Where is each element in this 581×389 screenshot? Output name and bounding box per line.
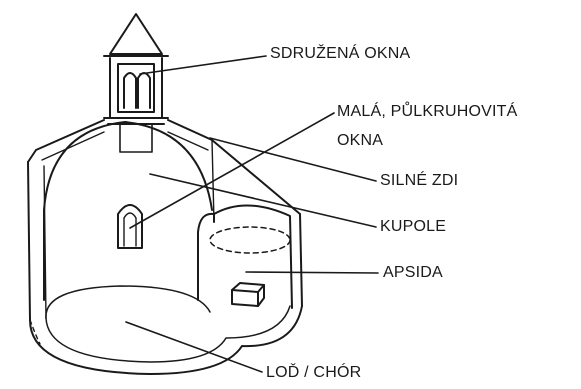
leader-silne-zdi — [209, 137, 377, 182]
apse-dome-dashed — [209, 226, 291, 254]
leader-male-okna — [129, 112, 335, 229]
apse-opening — [197, 212, 215, 301]
nave-walls — [27, 139, 215, 321]
label-male-okna-line2: OKNA — [337, 132, 384, 149]
roof-right-slope — [167, 119, 301, 215]
turret-shaft — [119, 123, 153, 153]
label-apsida: APSIDA — [383, 264, 443, 281]
altar-front — [231, 289, 259, 307]
roof-left-slope — [27, 119, 105, 163]
coupled-window-left — [123, 72, 137, 109]
leader-lod-chor — [125, 321, 263, 373]
turret-roof — [109, 13, 163, 55]
leader-sdruzena-okna — [139, 55, 267, 75]
label-kupole: KUPOLE — [380, 218, 447, 235]
coupled-window-right — [137, 72, 151, 109]
dome-interior — [43, 121, 213, 301]
label-silne-zdi: SILNÉ ZDI — [380, 172, 459, 189]
small-window — [117, 204, 143, 249]
small-window-frame — [117, 204, 143, 249]
apse-arch — [213, 204, 293, 309]
turret-walls — [109, 57, 163, 119]
floor-dashed-edge — [29, 319, 41, 345]
leader-kupole — [149, 173, 377, 228]
leader-apsida — [245, 271, 379, 274]
apse-outer-wall — [299, 213, 303, 307]
altar-side — [257, 284, 265, 307]
floor-outer — [29, 305, 303, 375]
label-sdruzena-okna: SDRUŽENÁ OKNA — [270, 45, 411, 62]
nave-left-wall-outer — [27, 161, 31, 321]
small-window-opening — [123, 212, 137, 247]
floor-inner — [45, 305, 291, 363]
altar-top — [231, 282, 265, 293]
apse — [197, 204, 303, 309]
roof-inner-lines — [41, 131, 209, 161]
label-lod-chor: LOĎ / CHÓR — [266, 364, 362, 381]
label-male-okna-line1: MALÁ, PŮLKRUHOVITÁ — [337, 103, 518, 120]
turret-window-frame — [117, 63, 155, 113]
leader-lines — [125, 55, 379, 373]
floor-back-edge — [45, 285, 211, 319]
floor — [29, 285, 303, 375]
